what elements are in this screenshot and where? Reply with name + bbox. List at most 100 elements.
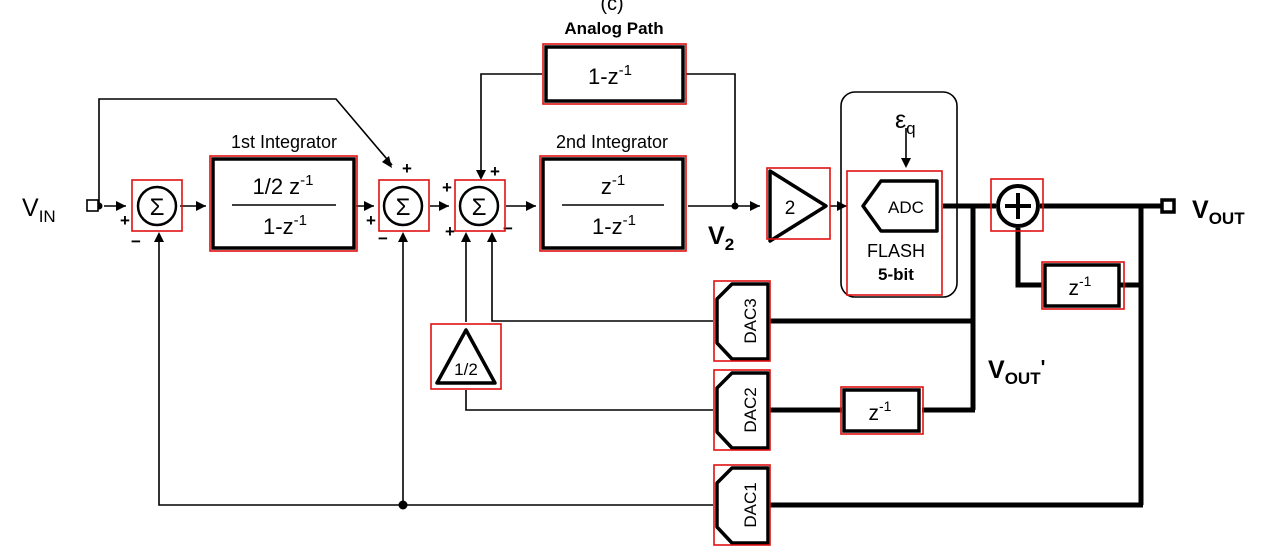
gain-two: 2 [766, 167, 831, 243]
arrow-gain-in [750, 201, 760, 211]
output-adder-highlight [990, 178, 1044, 232]
summer-3-minus: − [503, 219, 513, 238]
summer-1-highlight [131, 179, 183, 232]
dac2-highlight [713, 369, 771, 451]
delay-dac2-highlight [840, 386, 924, 435]
output-port [1160, 198, 1176, 214]
adc-block [861, 179, 939, 233]
gain-half: 1/2 [430, 323, 502, 390]
integrator-2-title: 2nd Integrator [556, 132, 668, 152]
output-prime-label: VOUT' [988, 356, 1045, 388]
analog-path-box [544, 45, 685, 103]
analog-path-title: Analog Path [564, 19, 663, 38]
summer-3-symbol: Σ [472, 194, 487, 221]
delay-out-box [1043, 263, 1121, 308]
integrator-2: 2nd Integrator z-1 1-z-1 [539, 132, 687, 252]
summer-1-symbol: Σ [150, 194, 165, 221]
dac2-block [715, 371, 770, 450]
adc-type: FLASH [867, 241, 925, 261]
adc-highlight [846, 170, 943, 296]
adc-enclosure [840, 91, 958, 298]
gain-half-value: 1/2 [454, 360, 478, 379]
summer-1: Σ + − [120, 179, 183, 251]
thin-wires [98, 73, 907, 506]
arrow-adc-in [837, 201, 847, 211]
dac1-block [715, 466, 770, 545]
arrow-analog-sum3 [476, 170, 486, 180]
delay-dac2-box [842, 388, 921, 433]
integrator-1: 1st Integrator 1/2 z-1 1-z-1 [209, 132, 358, 252]
arrow-dac1-sum1 [154, 232, 164, 242]
adc-bits: 5-bit [878, 265, 914, 284]
gain-half-triangle [435, 328, 497, 385]
flash-adc: εq ADC FLASH 5-bit [840, 91, 958, 298]
input-label: VIN [22, 194, 56, 226]
arrow-sum3-in [439, 201, 449, 211]
summer-2-circle [382, 185, 424, 227]
wire-analog-sum3 [480, 73, 542, 170]
dac3-block [715, 282, 770, 361]
output-label: VOUT [1192, 196, 1245, 228]
integrator-2-numerator: z-1 [601, 172, 625, 199]
delay-out-highlight [1041, 261, 1125, 310]
thick-wires [770, 203, 1162, 508]
integrator-1-highlight [209, 155, 358, 252]
analog-path-highlight [542, 43, 687, 105]
arrow-int2-in [526, 201, 536, 211]
arrowheads [116, 156, 911, 242]
gain-two-highlight [766, 167, 831, 240]
arrow-sum2-in [364, 201, 374, 211]
analog-path: Analog Path 1-z-1 [542, 19, 687, 105]
integrator-2-denominator: 1-z-1 [592, 212, 636, 239]
arrow-feedforward [382, 156, 392, 168]
integrator-1-numerator: 1/2 z-1 [252, 172, 313, 199]
summer-3-plus-left: + [442, 178, 452, 197]
summer-3-plus-top: + [490, 162, 500, 181]
summer-3-highlight [454, 179, 506, 232]
integrator-1-box [211, 157, 356, 250]
figure-tag: (c) [600, 0, 623, 15]
v2-label: V2 [708, 222, 734, 254]
wire-dac3-sum3 [491, 240, 713, 322]
summer-1-plus: + [120, 211, 130, 230]
summer-2-plus-left: + [366, 211, 376, 230]
gain-two-value: 2 [785, 198, 796, 219]
summer-1-minus: − [131, 232, 141, 251]
arrow-dac1-sum2 [398, 232, 408, 242]
integrator-1-title: 1st Integrator [231, 132, 337, 152]
arrow-half-sum3 [461, 232, 471, 242]
delay-dac2: z-1 [840, 386, 924, 435]
adc-label: ADC [888, 198, 924, 217]
dac1: DAC1 [713, 464, 771, 546]
delay-out: z-1 [1041, 261, 1125, 310]
output-adder [990, 178, 1044, 232]
summer-2-symbol: Σ [396, 194, 411, 221]
summer-3: Σ + + + − [442, 162, 513, 241]
dac1-highlight [713, 464, 771, 546]
wire-feedforward-vin [98, 98, 393, 206]
arrow-dac3-sum3 [487, 232, 497, 242]
arrow-sum1-in [116, 201, 126, 211]
integrator-2-box [541, 157, 685, 250]
noise-label: εq [895, 106, 916, 138]
input-port [86, 199, 99, 212]
dac3-highlight [713, 280, 771, 362]
delay-out-tf: z-1 [1069, 273, 1092, 300]
summer-2: Σ + + − [366, 159, 430, 248]
bus-delay-feedback [1015, 228, 1042, 288]
summer-3-plus-bottom: + [445, 222, 455, 241]
summer-1-circle [136, 185, 178, 227]
summer-2-minus: − [378, 229, 388, 248]
arrow-noise [901, 158, 911, 168]
summer-2-plus-top: + [402, 159, 412, 178]
junction-dac1 [398, 500, 408, 510]
analog-path-tf: 1-z-1 [588, 62, 632, 89]
dac2: DAC2 [713, 369, 771, 451]
summer-3-circle [458, 185, 500, 227]
dac3: DAC3 [713, 280, 771, 362]
junction-v2 [731, 202, 739, 210]
dac1-label: DAC1 [741, 482, 760, 527]
wire-dac1-sum1 [158, 240, 713, 506]
summer-2-highlight [378, 179, 430, 232]
